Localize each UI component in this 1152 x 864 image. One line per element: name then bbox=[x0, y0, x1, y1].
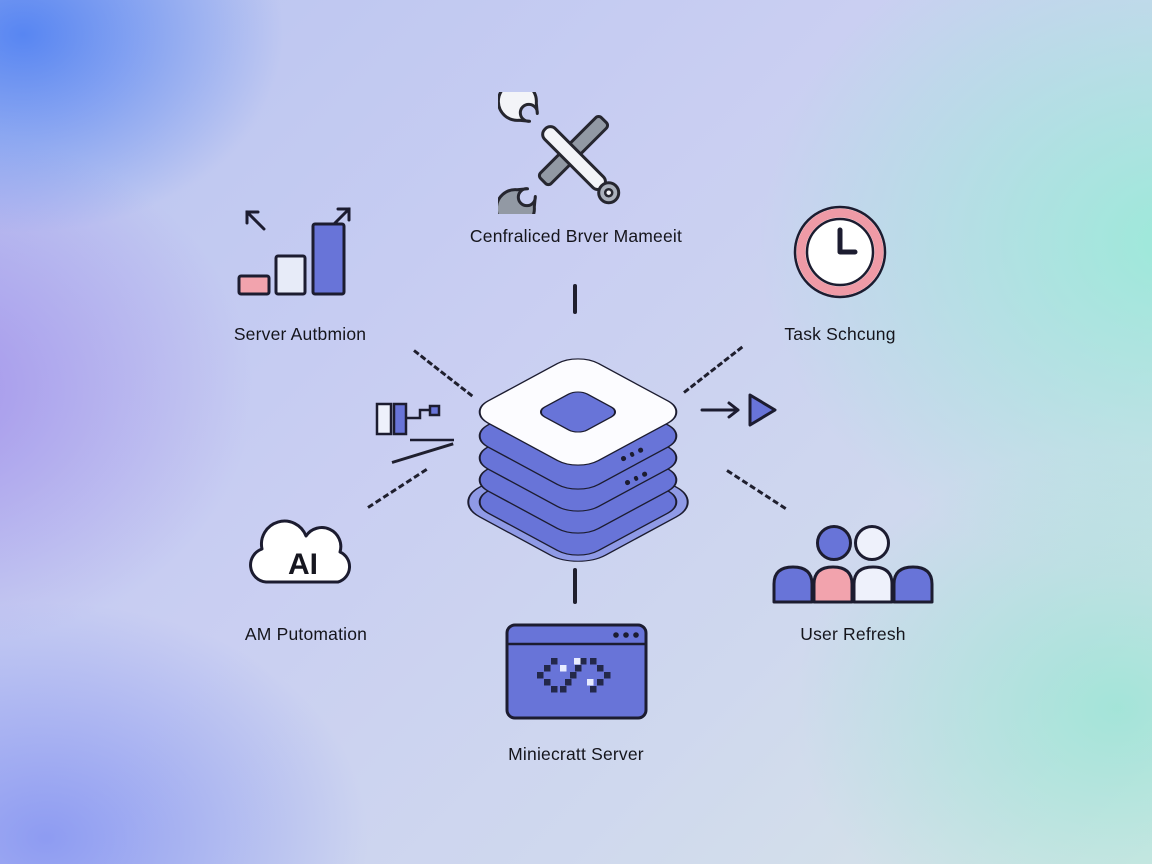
minecraft-server-label: Miniecratt Server bbox=[508, 744, 644, 764]
server-stack bbox=[450, 330, 706, 580]
users-icon bbox=[770, 518, 936, 604]
connector-icon bbox=[374, 398, 462, 448]
code-window-icon bbox=[504, 622, 649, 722]
server-automation-label: Server Autbmion bbox=[233, 324, 367, 344]
line-lower-right bbox=[726, 469, 787, 510]
user-refresh-label: User Refresh bbox=[800, 624, 906, 644]
line-bottom bbox=[573, 568, 577, 604]
play-arrow-icon bbox=[698, 388, 782, 432]
bar-chart-icon bbox=[236, 196, 368, 304]
ai-cloud-icon: AI bbox=[238, 512, 370, 598]
clock-icon bbox=[792, 204, 888, 300]
ai-automation-label: AM Putomation bbox=[244, 624, 368, 644]
tools-icon bbox=[494, 80, 650, 230]
line-top bbox=[573, 284, 577, 314]
task-scheduling-label: Task Schcung bbox=[784, 324, 896, 344]
management-label: Cenfraliced Brver Mameeit bbox=[469, 226, 683, 246]
ai-cloud-text: AI bbox=[288, 548, 318, 581]
line-lower-left bbox=[367, 468, 428, 509]
